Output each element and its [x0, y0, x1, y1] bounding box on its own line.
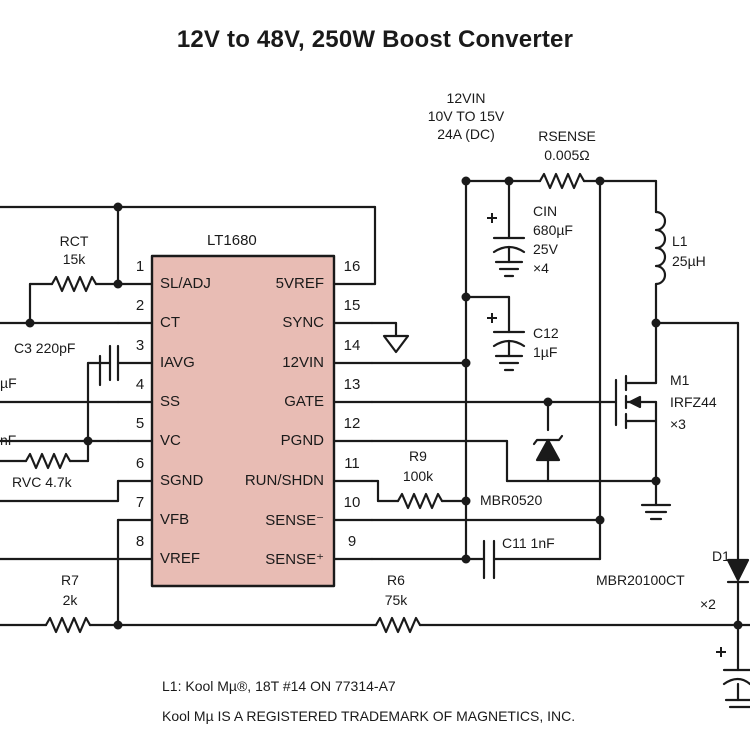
pin-number: 10 [343, 494, 361, 511]
l1-value-label: 25µH [672, 253, 706, 269]
pin-label: SYNC [282, 314, 324, 331]
pin-label: SENSE⁻ [265, 512, 324, 529]
zener-part-label: MBR0520 [480, 492, 543, 508]
pin-number: 1 [135, 258, 145, 275]
zener-diode [535, 438, 561, 462]
m1-name-label: M1 [670, 372, 690, 388]
d1-name-label: D1 [712, 548, 730, 564]
r6-resistor [374, 616, 422, 634]
chip-name: LT1680 [207, 232, 257, 249]
rvc-label: RVC 4.7k [12, 474, 72, 490]
r9-name-label: R9 [409, 448, 427, 464]
input-current-label: 24A (DC) [437, 126, 495, 142]
l1-inductor [654, 210, 667, 286]
ic-body [150, 254, 336, 588]
cin-count-label: ×4 [533, 260, 549, 276]
pin-number: 6 [135, 455, 145, 472]
rsense-name-label: RSENSE [538, 128, 596, 144]
c11-label: C11 1nF [502, 535, 555, 551]
r7-name-label: R7 [61, 572, 79, 588]
pin-number: 4 [135, 376, 145, 393]
c12-value-label: 1µF [533, 344, 558, 360]
d1-part-label: MBR20100CT [596, 572, 685, 588]
pin-number: 15 [343, 297, 361, 314]
c12-name-label: C12 [533, 325, 559, 341]
cin-name-label: CIN [533, 203, 558, 219]
left-cap-partial-label: µF [0, 375, 17, 391]
c3-label: C3 220pF [14, 340, 76, 356]
input-name-label: 12VIN [446, 90, 486, 106]
pin-number: 5 [135, 415, 145, 432]
pin-label: SL/ADJ [160, 275, 211, 292]
rct-name-label: RCT [59, 233, 89, 249]
diagram-title: 12V to 48V, 250W Boost Converter [176, 26, 574, 53]
pin-label: VC [160, 432, 181, 449]
pin-label: 12VIN [282, 354, 324, 371]
r7-resistor [44, 616, 92, 634]
pin-label: SS [160, 393, 181, 410]
pin-label: 5VREF [275, 275, 324, 292]
rsense-resistor [538, 172, 586, 190]
pin-number: 14 [343, 337, 361, 354]
rvc-resistor [24, 452, 72, 470]
rsense-value-label: 0.005Ω [544, 147, 590, 163]
r7-value-label: 2k [62, 592, 78, 608]
pin-label: PGND [280, 432, 324, 449]
pin-number: 3 [135, 337, 145, 354]
input-range-label: 10V TO 15V [427, 108, 505, 124]
m1-part-label: IRFZ44 [670, 394, 717, 410]
rct-value-label: 15k [62, 251, 86, 267]
pin-number: 8 [135, 533, 145, 550]
pin-number: 16 [343, 258, 361, 275]
pin-number: 13 [343, 376, 361, 393]
pin-number: 11 [344, 455, 360, 472]
footnote-l1: L1: Kool Mµ®, 18T #14 ON 77314-A7 [162, 678, 396, 694]
cin-value-label: 680µF [533, 222, 573, 238]
pin-number: 12 [343, 415, 361, 432]
footnote-trademark: Kool Mµ IS A REGISTERED TRADEMARK OF MAG… [162, 708, 576, 724]
pin-number: 2 [135, 297, 145, 314]
pin-label: SENSE⁺ [265, 551, 324, 568]
r9-value-label: 100k [402, 468, 434, 484]
pin-number: 7 [135, 494, 145, 511]
left-cap-partial-label-2: nF [0, 432, 17, 448]
pin-number: 9 [347, 533, 357, 550]
pin-label: SGND [160, 472, 204, 489]
r6-name-label: R6 [387, 572, 405, 588]
l1-name-label: L1 [672, 233, 688, 249]
rct-resistor [50, 275, 98, 293]
pin-label: VFB [160, 511, 190, 528]
m1-count-label: ×3 [670, 416, 686, 432]
cin-voltage-label: 25V [533, 241, 558, 257]
pin-label: RUN/SHDN [244, 472, 324, 489]
r6-value-label: 75k [384, 592, 408, 608]
pin-label: CT [160, 314, 180, 331]
d1-diode [726, 558, 750, 582]
pin-label: VREF [160, 550, 201, 567]
pin-label: IAVG [160, 354, 195, 371]
pin-label: GATE [284, 393, 324, 410]
r9-resistor [396, 492, 444, 510]
d1-count-label: ×2 [700, 596, 716, 612]
